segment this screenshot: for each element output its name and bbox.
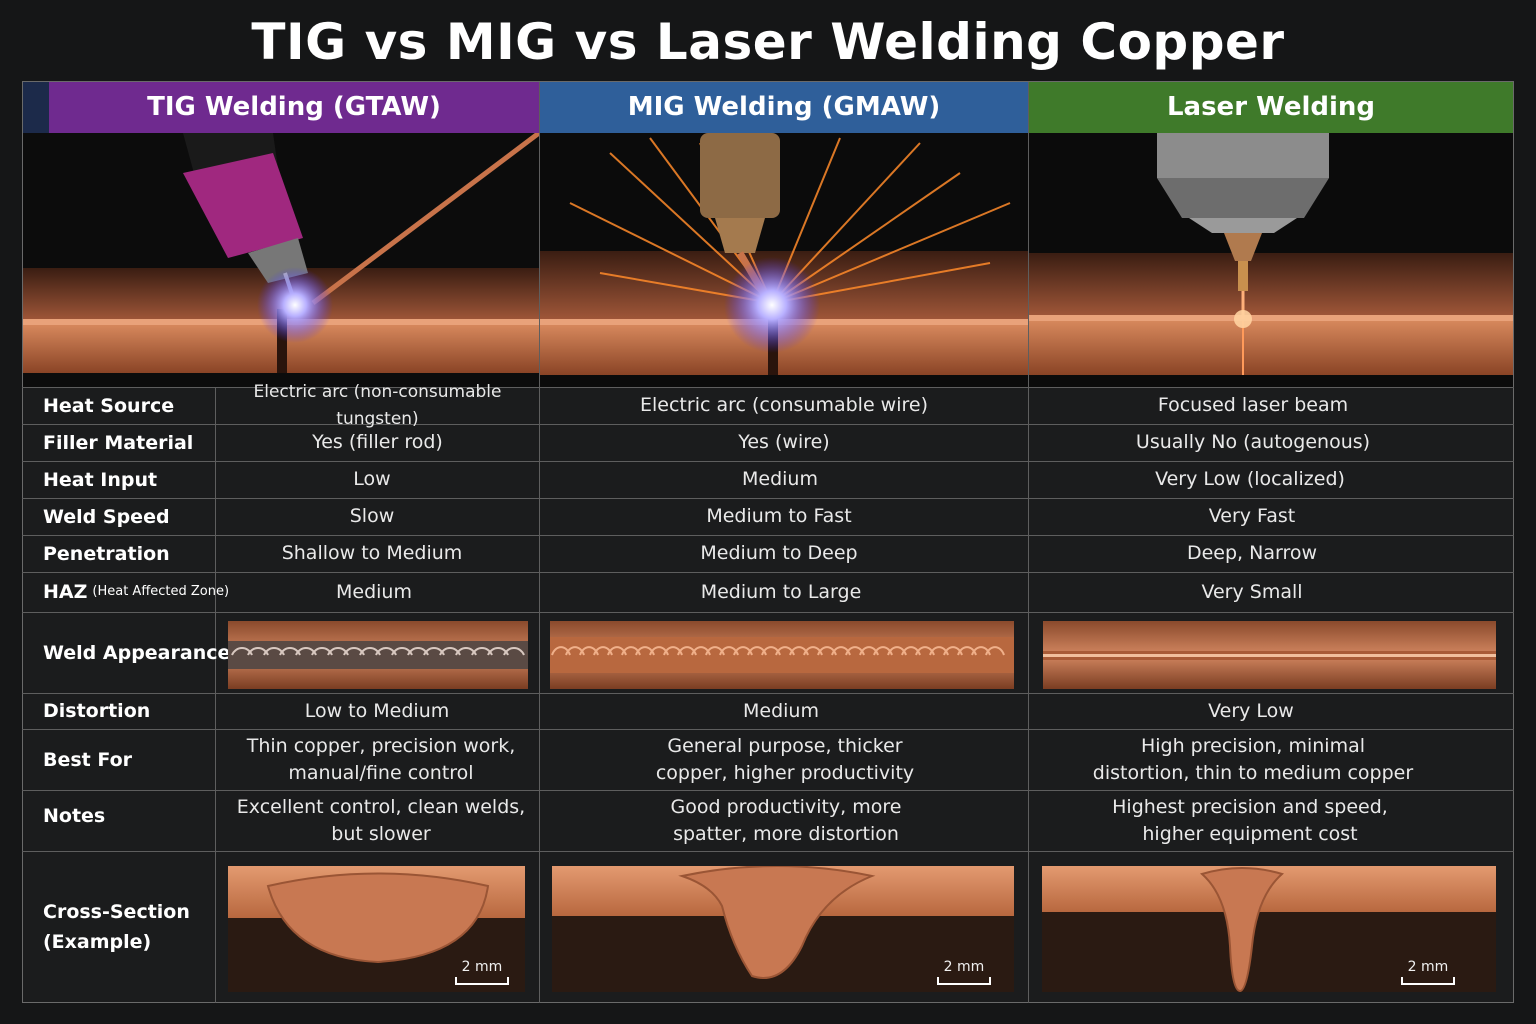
laser-scale-label: 2 mm	[1407, 959, 1449, 975]
header-corner	[23, 82, 49, 133]
tig-haz: Medium	[336, 580, 412, 603]
divider-row-9	[22, 790, 1514, 791]
tig-heat-source: Electric arc (non-consumable tungsten)	[253, 381, 502, 429]
divider-row-3	[22, 498, 1514, 499]
mig-filler-material: Yes (wire)	[738, 431, 830, 453]
mig-welding-photo	[540, 133, 1028, 387]
divider-row-5	[22, 572, 1514, 573]
mig-heat-source: Electric arc (consumable wire)	[640, 394, 928, 416]
laser-penetration: Deep, Narrow	[1186, 542, 1318, 564]
row-label-haz: HAZ (Heat Affected Zone)	[43, 572, 229, 612]
row-label-heat-source: Heat Source	[43, 394, 175, 417]
tig-welding-photo	[23, 133, 539, 387]
mig-heat-input: Medium	[742, 468, 818, 490]
row-label-filler-material: Filler Material	[43, 431, 194, 454]
divider-row-6	[22, 612, 1514, 613]
mig-scale-tick	[937, 977, 991, 985]
laser-weld-bead-image	[1043, 621, 1496, 689]
haz-label: HAZ	[43, 581, 88, 603]
haz-sublabel: (Heat Affected Zone)	[92, 584, 230, 599]
mig-weld-bead-image	[550, 621, 1014, 689]
laser-welding-photo	[1029, 133, 1513, 387]
divider-photos	[22, 387, 1514, 388]
mig-cross-section-image	[552, 866, 1014, 992]
header-mig: MIG Welding (GMAW)	[540, 82, 1028, 133]
header-laser: Laser Welding	[1029, 82, 1513, 133]
laser-heat-source: Focused laser beam	[1157, 394, 1349, 416]
divider-row-2	[22, 461, 1514, 462]
row-label-weld-appearance: Weld Appearance	[43, 641, 231, 664]
tig-best-for: Thin copper, precision work, manual/fine…	[246, 734, 516, 784]
mig-haz: Medium to Large	[700, 580, 862, 603]
tig-cross-section-image	[228, 866, 525, 992]
tig-weld-bead-image	[228, 621, 528, 689]
divider-row-1	[22, 424, 1514, 425]
laser-scale-tick	[1401, 977, 1455, 985]
laser-best-for: High precision, minimal distortion, thin…	[1092, 734, 1414, 784]
laser-scale-bar: 2 mm	[1400, 959, 1456, 985]
laser-distortion: Very Low	[1208, 699, 1294, 722]
laser-haz: Very Small	[1201, 580, 1303, 603]
divider-row-7	[22, 693, 1514, 694]
mig-distortion: Medium	[743, 699, 819, 722]
divider-mig-laser	[1028, 82, 1029, 1003]
row-label-penetration: Penetration	[43, 542, 170, 565]
tig-heat-input: Low	[353, 468, 391, 490]
divider-tig-mig	[539, 82, 540, 1003]
tig-filler-material: Yes (filler rod)	[312, 431, 443, 453]
tig-weld-speed: Slow	[349, 505, 395, 527]
laser-cross-section-image	[1042, 866, 1496, 992]
row-label-notes: Notes	[43, 804, 106, 827]
divider-label-col	[215, 387, 216, 1003]
row-label-cross-section: Cross-Section (Example)	[43, 901, 190, 953]
divider-row-8	[22, 729, 1514, 730]
laser-notes: Highest precision and speed, higher equi…	[1112, 795, 1388, 845]
tig-scale-tick	[455, 977, 509, 985]
row-label-distortion: Distortion	[43, 700, 151, 722]
mig-scale-label: 2 mm	[943, 959, 985, 975]
page-title: TIG vs MIG vs Laser Welding Copper	[251, 13, 1285, 71]
mig-scale-bar: 2 mm	[936, 959, 992, 985]
tig-distortion: Low to Medium	[304, 699, 450, 722]
tig-scale-label: 2 mm	[461, 959, 503, 975]
tig-scale-bar: 2 mm	[454, 959, 510, 985]
tig-penetration: Shallow to Medium	[281, 542, 463, 564]
header-tig: TIG Welding (GTAW)	[49, 82, 539, 133]
mig-penetration: Medium to Deep	[700, 542, 858, 564]
row-label-heat-input: Heat Input	[43, 468, 158, 491]
laser-filler-material: Usually No (autogenous)	[1135, 431, 1371, 453]
row-label-best-for: Best For	[43, 748, 133, 771]
laser-weld-speed: Very Fast	[1208, 505, 1296, 527]
tig-notes: Excellent control, clean welds, but slow…	[236, 795, 526, 845]
mig-weld-speed: Medium to Fast	[706, 505, 852, 527]
mig-best-for: General purpose, thicker copper, higher …	[655, 734, 915, 784]
mig-notes: Good productivity, more spatter, more di…	[670, 795, 902, 845]
laser-heat-input: Very Low (localized)	[1155, 468, 1345, 490]
row-label-weld-speed: Weld Speed	[43, 505, 170, 528]
divider-row-4	[22, 535, 1514, 536]
divider-row-10	[22, 851, 1514, 852]
